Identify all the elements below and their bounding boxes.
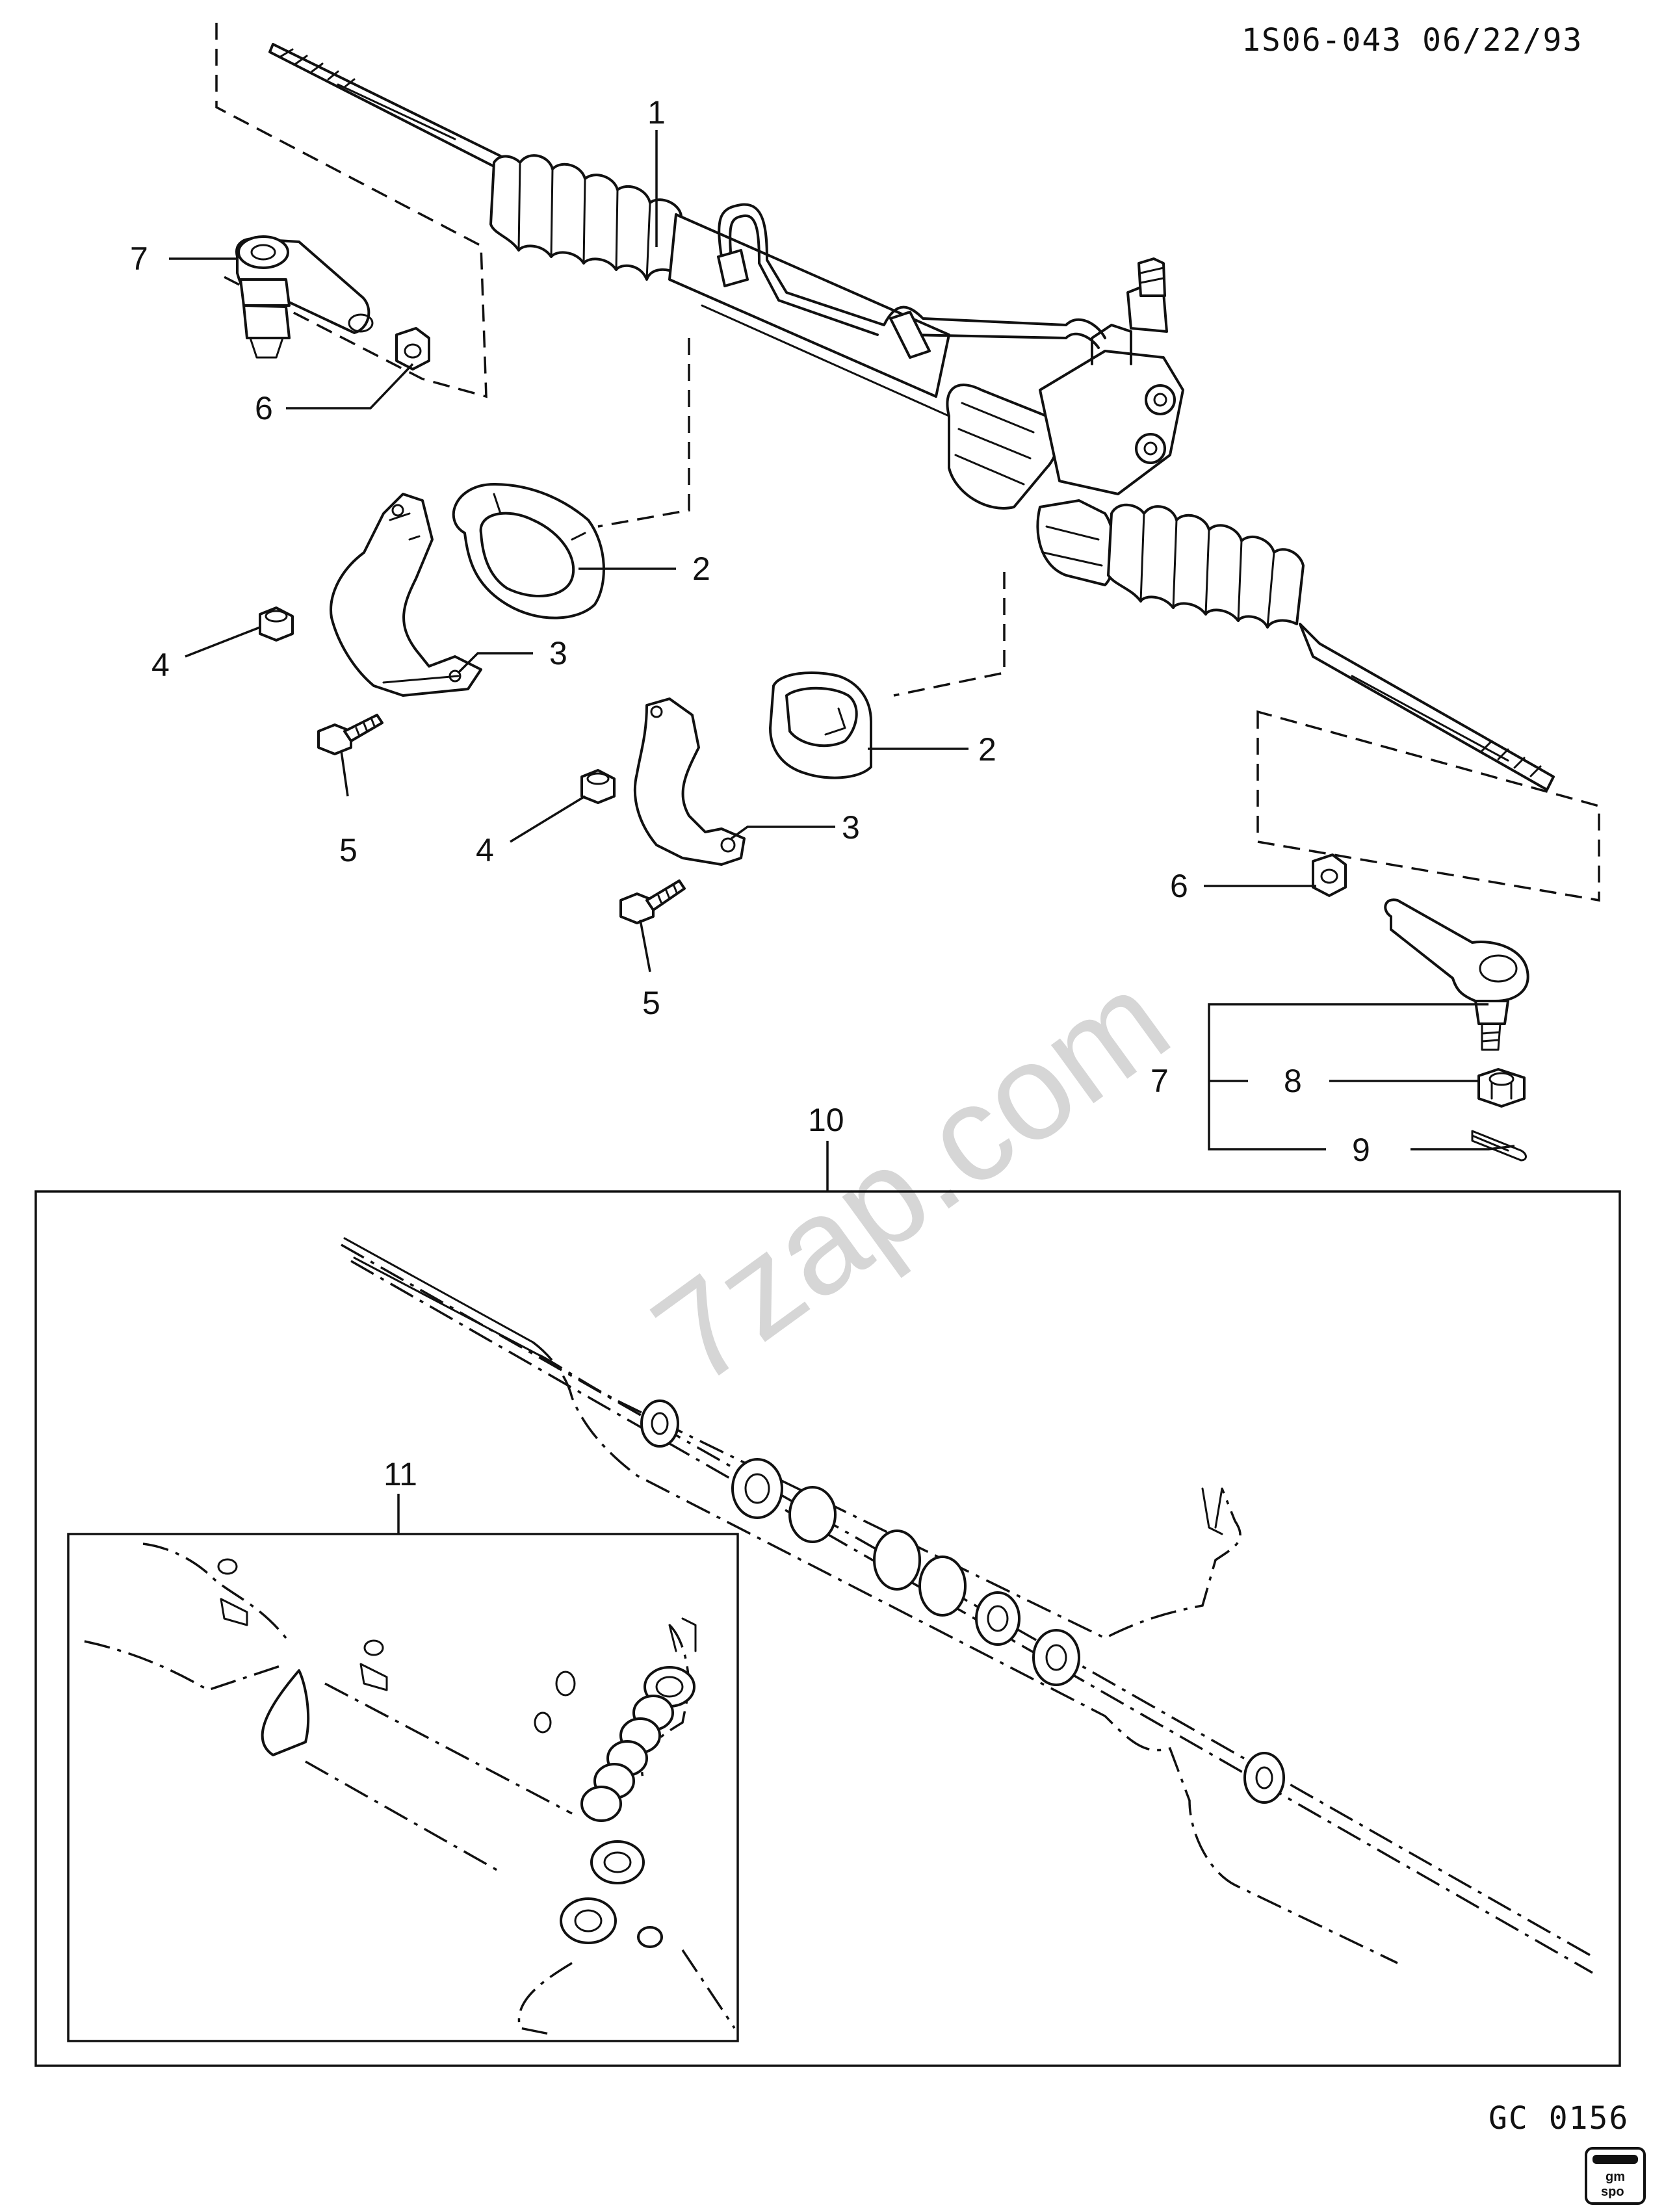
nut-upper-left [395, 327, 430, 371]
callout-4-lower: 4 [476, 832, 494, 868]
tie-rod-end-right [1384, 898, 1529, 1051]
rack-bushing-lower [769, 671, 872, 779]
valve-seal-kit-frame [67, 1533, 739, 2042]
valve-seal-kit-outline [84, 1542, 736, 2036]
callout-4-upper: 4 [151, 647, 170, 683]
callout-7-right: 7 [1150, 1063, 1169, 1099]
clamp-nut-upper [259, 606, 294, 642]
callout-7-left: 7 [130, 241, 148, 277]
tie-rod-end-left [235, 235, 374, 359]
callout-6-left: 6 [255, 390, 273, 426]
clamp-nut-lower [580, 769, 616, 804]
callout-5-lower: 5 [642, 985, 660, 1021]
callout-1: 1 [647, 94, 666, 131]
cotter-pin [1471, 1130, 1527, 1162]
nut-right [1312, 853, 1347, 897]
figure-code: GC 0156 [1488, 2100, 1629, 2137]
watermark: 7zap.com [627, 942, 1195, 1413]
callout-3-lower: 3 [842, 809, 860, 846]
callout-2-lower: 2 [978, 731, 996, 768]
logo-text-top: gm [1606, 2170, 1625, 2184]
leader-lines [169, 130, 1515, 1534]
document-code: 1S06-043 06/22/93 [1242, 22, 1583, 59]
logo-text-bottom: spo [1601, 2185, 1624, 2199]
gm-spo-logo: gm spo [1585, 2147, 1646, 2205]
callout-3-upper: 3 [549, 635, 567, 671]
rack-and-pinion-assembly [268, 43, 1555, 791]
callout-5-upper: 5 [339, 832, 358, 868]
callout-10: 10 [808, 1102, 844, 1138]
mounting-clamp-upper [330, 493, 482, 697]
callout-2-upper: 2 [692, 551, 710, 587]
callout-8: 8 [1284, 1063, 1302, 1099]
callout-6-right: 6 [1170, 868, 1188, 904]
mounting-clamp-lower [633, 697, 746, 866]
callout-11: 11 [384, 1456, 417, 1492]
clamp-bolt-lower [619, 879, 686, 924]
seal-kit-rack-outline [341, 1237, 1593, 1974]
rack-bushing-upper [452, 483, 605, 619]
castle-nut [1477, 1068, 1526, 1108]
callout-9: 9 [1352, 1132, 1370, 1168]
clamp-bolt-upper [317, 714, 384, 755]
